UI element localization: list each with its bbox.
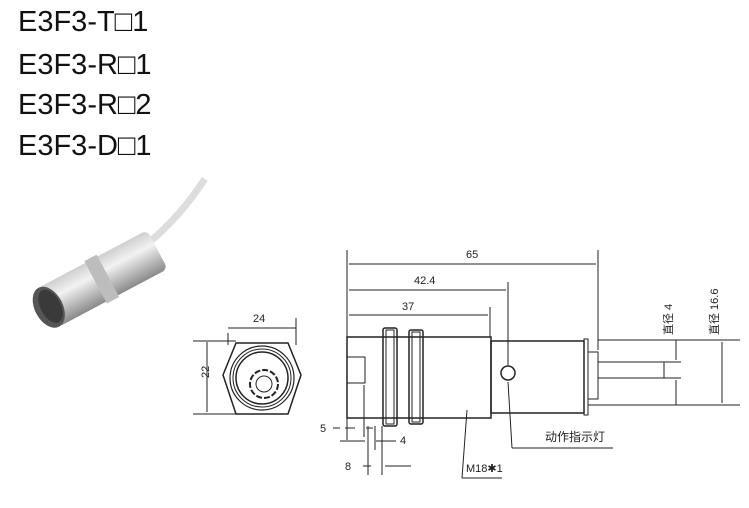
- side-view: [346, 327, 665, 427]
- dim-front-width: 24: [253, 313, 265, 325]
- indicator-led: [500, 365, 516, 381]
- dim-led-position: 42.4: [414, 275, 435, 287]
- dim-5: 5: [320, 423, 326, 435]
- model-name: E3F3-T□1: [18, 6, 149, 38]
- model-name: E3F3-R□2: [18, 89, 152, 121]
- dim-cable-diameter: 直径 4: [661, 304, 675, 335]
- model-name: E3F3-D□1: [18, 130, 152, 162]
- dim-thread-length: 37: [402, 301, 414, 313]
- thread-label: M18✱1: [466, 463, 503, 475]
- indicator-label: 动作指示灯: [545, 429, 605, 444]
- dim-overall-length: 65: [466, 249, 478, 261]
- front-view: [193, 318, 302, 415]
- sensor-photo: [32, 177, 208, 328]
- dim-body-diameter: 直径 16.6: [707, 289, 721, 335]
- model-name: E3F3-R□1: [18, 49, 152, 81]
- dimension-lines: [333, 250, 740, 479]
- dim-4: 4: [400, 435, 406, 447]
- dim-front-height: 22: [200, 366, 212, 378]
- dim-8: 8: [345, 461, 351, 473]
